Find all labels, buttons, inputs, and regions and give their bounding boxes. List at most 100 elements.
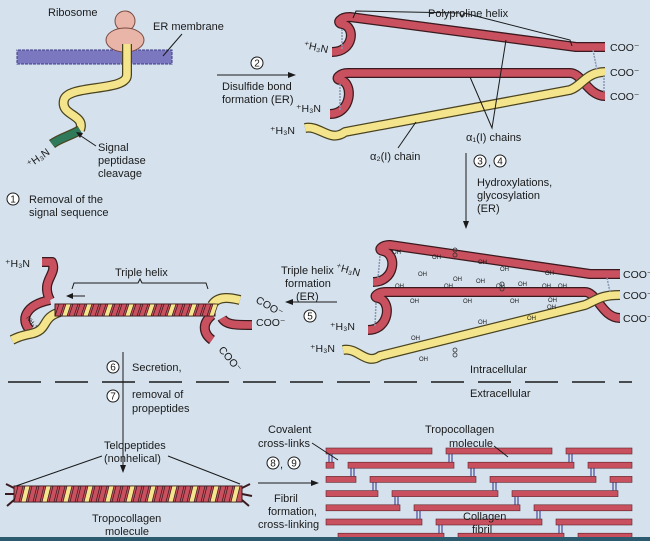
telopeptide-ends bbox=[5, 483, 253, 507]
helix-strand-segment bbox=[180, 303, 191, 317]
helix-strand-segment bbox=[139, 485, 150, 503]
disulfide-bonds bbox=[339, 29, 605, 110]
tropocollagen-label: molecule bbox=[105, 526, 149, 538]
fibril-tropocollagen-bar bbox=[609, 476, 633, 483]
helix-strand-segment bbox=[138, 303, 149, 317]
helix-strand-segment bbox=[97, 485, 108, 503]
helix-strand-segment bbox=[69, 485, 80, 503]
leader-line bbox=[162, 33, 183, 57]
covalent-crosslink bbox=[536, 510, 541, 519]
covalent-crosslink bbox=[438, 525, 443, 533]
carboxyl-terminus-label: COO⁻ bbox=[610, 42, 640, 54]
alpha1-chains-label: α₁(I) chains bbox=[466, 132, 522, 144]
amino-terminus-label: ⁺H₃N bbox=[310, 343, 335, 355]
fibril-tropocollagen-bar bbox=[511, 490, 619, 497]
step-number-circle bbox=[303, 309, 317, 323]
collagen-fibril-group: Covalent cross-links Tropocollagen molec… bbox=[258, 424, 633, 541]
arrowhead bbox=[285, 299, 293, 305]
step2-description: formation (ER) bbox=[222, 94, 294, 106]
intracellular-label: Intracellular bbox=[470, 364, 527, 376]
er-membrane bbox=[16, 49, 173, 65]
covalent-crosslink bbox=[470, 468, 475, 477]
helix-strand-segment bbox=[54, 303, 65, 317]
arrowhead bbox=[311, 480, 319, 486]
helix-strand-segment bbox=[89, 303, 100, 317]
covalent-crosslink bbox=[558, 525, 563, 533]
helix-strand-segment bbox=[48, 485, 59, 503]
nascent-procollagen-chain bbox=[60, 44, 131, 132]
step-number: 5 bbox=[307, 312, 313, 323]
arrowhead bbox=[120, 465, 126, 473]
helix-strand-segment bbox=[160, 485, 171, 503]
carboxyl-terminus-label: COO⁻ bbox=[610, 67, 640, 79]
helix-strand-segment bbox=[111, 485, 122, 503]
helix-strand-segment bbox=[83, 485, 94, 503]
amino-terminus-label: ⁺H₃N bbox=[302, 39, 329, 56]
fibril-tropocollagen-bar bbox=[587, 461, 633, 469]
telopeptide-leader bbox=[167, 455, 241, 485]
tropocollagen-group: Telopeptides (nonhelical) Tropocollagen … bbox=[5, 440, 253, 538]
step34-group: 3 , 4 Hydroxylations, glycosylation (ER) bbox=[463, 153, 552, 229]
helix-strand-segment bbox=[208, 303, 219, 317]
step-number: 3 bbox=[477, 157, 483, 168]
step5-description: formation bbox=[285, 278, 331, 290]
step-number-circle bbox=[6, 192, 20, 206]
helix-strand-segment bbox=[132, 485, 143, 503]
helix-strand-segment bbox=[34, 485, 45, 503]
covalent-crosslink bbox=[448, 454, 453, 462]
hydroxyl-label: OH bbox=[548, 298, 557, 304]
telopeptides-label: Telopeptides bbox=[104, 440, 166, 452]
step-number-circle bbox=[106, 360, 120, 374]
helix-strand-segment bbox=[194, 303, 205, 317]
helix-strand-segment bbox=[153, 485, 164, 503]
helix-strand-segment bbox=[230, 485, 241, 503]
fibril-tropocollagen-bar bbox=[435, 518, 543, 526]
n-propeptide bbox=[21, 258, 57, 333]
helix-strand-segment bbox=[173, 303, 184, 317]
hydroxyl-label: OH bbox=[476, 279, 485, 285]
step2-description: Disulfide bond bbox=[222, 81, 292, 93]
hydroxyl-label: OH bbox=[463, 299, 472, 305]
fibril-tropocollagen-label: molecule bbox=[449, 438, 493, 450]
ribosome-label: Ribosome bbox=[48, 7, 98, 19]
step5-description: (ER) bbox=[296, 291, 319, 303]
collagen-fibril bbox=[325, 447, 633, 541]
separator: , bbox=[280, 459, 283, 471]
amino-terminus-label: ⁺H₃N bbox=[330, 321, 355, 333]
sugar-group-icon bbox=[452, 247, 458, 253]
covalent-crosslink bbox=[568, 454, 573, 462]
hydroxyl-label: OH bbox=[518, 282, 527, 288]
covalent-crosslink bbox=[350, 468, 355, 477]
covalent-crosslink bbox=[492, 482, 497, 491]
helix-strand-segment bbox=[201, 303, 212, 317]
step1-ribosome-group: Ribosome ER membrane Signal peptidase cl… bbox=[6, 7, 224, 219]
helix-strand-segment bbox=[181, 485, 192, 503]
step67-description: removal of bbox=[132, 389, 184, 401]
er-membrane-label: ER membrane bbox=[153, 21, 224, 33]
hydroxyl-label: OH bbox=[542, 284, 551, 290]
alpha2-chain bbox=[342, 291, 621, 363]
helix-strand-segment bbox=[195, 485, 206, 503]
crosslinks-label: cross-links bbox=[258, 438, 310, 450]
triple-helix-label: Triple helix bbox=[115, 267, 168, 279]
helix-strand-segment bbox=[167, 485, 178, 503]
helix-strand-segment bbox=[124, 303, 135, 317]
fibril-tropocollagen-bar bbox=[325, 461, 335, 469]
helix-strand-segment bbox=[152, 303, 163, 317]
step89-description: Fibril bbox=[274, 493, 298, 505]
hydroxyl-label: OH bbox=[527, 316, 536, 322]
fibril-tropocollagen-bar bbox=[533, 504, 633, 512]
step34-description: glycosylation bbox=[477, 190, 540, 202]
step5-description: Triple helix bbox=[281, 265, 334, 277]
hydroxyl-label: OH bbox=[547, 305, 556, 311]
helix-strand-segment bbox=[75, 303, 86, 317]
helix-strand-segment bbox=[55, 485, 66, 503]
helix-strand-segment bbox=[174, 485, 185, 503]
step-number: 7 bbox=[110, 392, 116, 403]
hydroxyl-label: OH bbox=[395, 284, 404, 290]
step-number: 2 bbox=[254, 59, 260, 70]
step34-description: (ER) bbox=[477, 203, 500, 215]
step1-description: signal sequence bbox=[29, 207, 109, 219]
alpha2-chain bbox=[304, 68, 606, 140]
